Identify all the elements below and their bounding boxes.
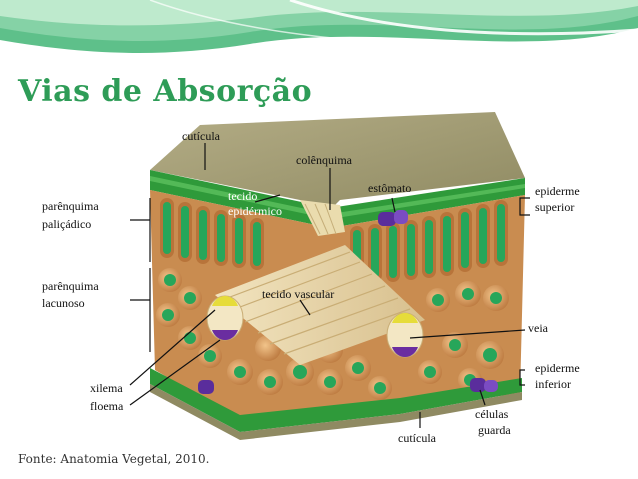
label-parenquima-palicadico-1: parênquima <box>42 199 99 213</box>
label-celulas-guarda-2: guarda <box>478 423 511 437</box>
vascular-bundle <box>206 245 425 365</box>
header-wave-decoration <box>0 0 638 53</box>
label-epiderme-inferior-2: inferior <box>535 377 571 391</box>
label-tecido-vascular: tecido vascular <box>262 287 334 301</box>
label-colenquima: colênquima <box>296 153 353 167</box>
label-floema: floema <box>90 399 124 413</box>
label-veia: veia <box>528 321 549 335</box>
label-parenquima-lacunoso-2: lacunoso <box>42 296 85 310</box>
label-cuticula-top: cutícula <box>182 129 221 143</box>
source-caption: Fonte: Anatomia Vegetal, 2010. <box>18 452 210 466</box>
label-estomato: estômato <box>368 181 411 195</box>
label-tecido: tecido <box>228 189 257 203</box>
leaf-top-surface <box>150 112 525 210</box>
spongy-cells <box>156 268 509 400</box>
label-epidermico: epidérmico <box>228 204 282 218</box>
palisade-cells <box>160 198 508 282</box>
label-epiderme-inferior-1: epiderme <box>535 361 580 375</box>
label-parenquima-lacunoso-1: parênquima <box>42 279 99 293</box>
stomata <box>198 210 498 394</box>
label-epiderme-superior-1: epiderme <box>535 184 580 198</box>
label-cuticula-bottom: cutícula <box>398 431 437 445</box>
slide-title: Vias de Absorção <box>18 74 313 109</box>
label-epiderme-superior-2: superior <box>535 200 574 214</box>
label-celulas-guarda-1: células <box>475 407 509 421</box>
label-xilema: xilema <box>90 381 123 395</box>
lower-epidermis <box>150 368 522 432</box>
label-parenquima-palicadico-2: paliçádico <box>42 217 91 231</box>
leaf-bottom-cuticle <box>150 384 522 440</box>
